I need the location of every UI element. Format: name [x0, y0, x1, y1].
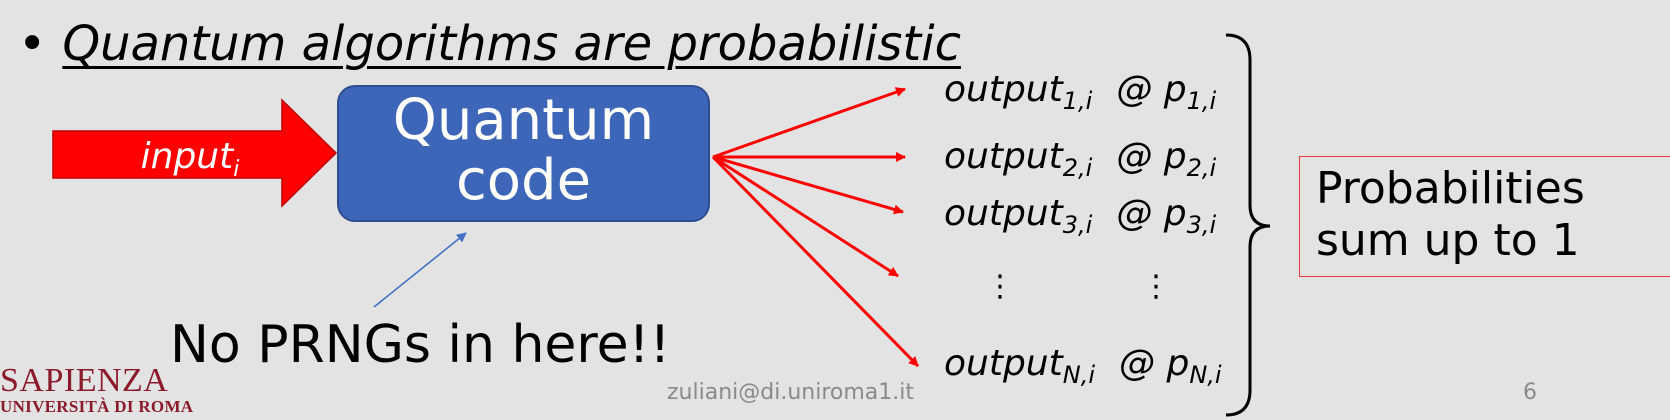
- footer-email: zuliani@di.uniroma1.it: [667, 380, 914, 405]
- output-sub: 3,i: [1062, 211, 1093, 240]
- arrow-output-ellipsis: [712, 155, 899, 278]
- output-sub: N,i: [1062, 361, 1095, 390]
- page-number: 6: [1523, 380, 1537, 405]
- probabilities-note-box: Probabilities sum up to 1: [1299, 156, 1670, 277]
- prob-name: p: [1166, 343, 1190, 384]
- output-row-3: output3,i@ p3,i: [944, 192, 1216, 247]
- prob-sub: 2,i: [1186, 154, 1217, 183]
- arrow-output-n: [711, 155, 920, 368]
- prob-name: p: [1163, 136, 1187, 177]
- at-sign: @: [1116, 136, 1153, 177]
- at-sign: @: [1119, 343, 1155, 384]
- input-label: inputi: [105, 135, 275, 192]
- output-row-n: outputN,i@ pN,i: [944, 342, 1222, 397]
- heading-text: Quantum algorithms are probabilistic: [62, 16, 961, 72]
- prob-sub: N,i: [1189, 361, 1222, 390]
- bullet-dot: •: [18, 16, 47, 72]
- quantum-code-line2: code: [455, 148, 592, 213]
- input-label-sub: i: [233, 157, 240, 183]
- arrow-output-3: [712, 155, 904, 215]
- input-label-base: input: [140, 136, 234, 177]
- output-arrows: [711, 87, 920, 368]
- output-name: output: [944, 193, 1063, 234]
- output-name: output: [944, 69, 1063, 110]
- no-prng-annotation: No PRNGs in here!!: [170, 315, 671, 375]
- output-sub: 2,i: [1062, 154, 1093, 183]
- output-row-1: output1,i@ p1,i: [944, 68, 1216, 123]
- pointer-arrow: [373, 232, 467, 308]
- vertical-ellipsis-output: ⋮: [985, 269, 1015, 304]
- prob-name: p: [1163, 69, 1187, 110]
- probabilities-line2: sum up to 1: [1316, 215, 1580, 266]
- arrow-output-1: [712, 87, 906, 159]
- logo-line1: SAPIENZA: [0, 362, 169, 399]
- logo-line2: UNIVERSITÀ DI ROMA: [0, 397, 194, 416]
- vertical-ellipsis-prob: ⋮: [1141, 269, 1171, 304]
- sapienza-logo: SAPIENZA UNIVERSITÀ DI ROMA: [0, 364, 193, 416]
- prob-name: p: [1163, 193, 1187, 234]
- output-sub: 1,i: [1062, 87, 1093, 116]
- output-name: output: [944, 136, 1063, 177]
- quantum-code-line1: Quantum: [392, 88, 655, 153]
- output-row-2: output2,i@ p2,i: [944, 135, 1216, 190]
- probabilities-line1: Probabilities: [1316, 163, 1585, 214]
- prob-sub: 1,i: [1186, 87, 1217, 116]
- at-sign: @: [1116, 69, 1153, 110]
- right-curly-brace: [1225, 33, 1271, 417]
- at-sign: @: [1116, 193, 1153, 234]
- bullet-heading: • Quantum algorithms are probabilistic: [18, 14, 961, 74]
- quantum-code-box: Quantum code: [337, 85, 710, 222]
- prob-sub: 3,i: [1186, 211, 1217, 240]
- input-arrow-shape: [52, 98, 338, 208]
- output-name: output: [944, 343, 1063, 384]
